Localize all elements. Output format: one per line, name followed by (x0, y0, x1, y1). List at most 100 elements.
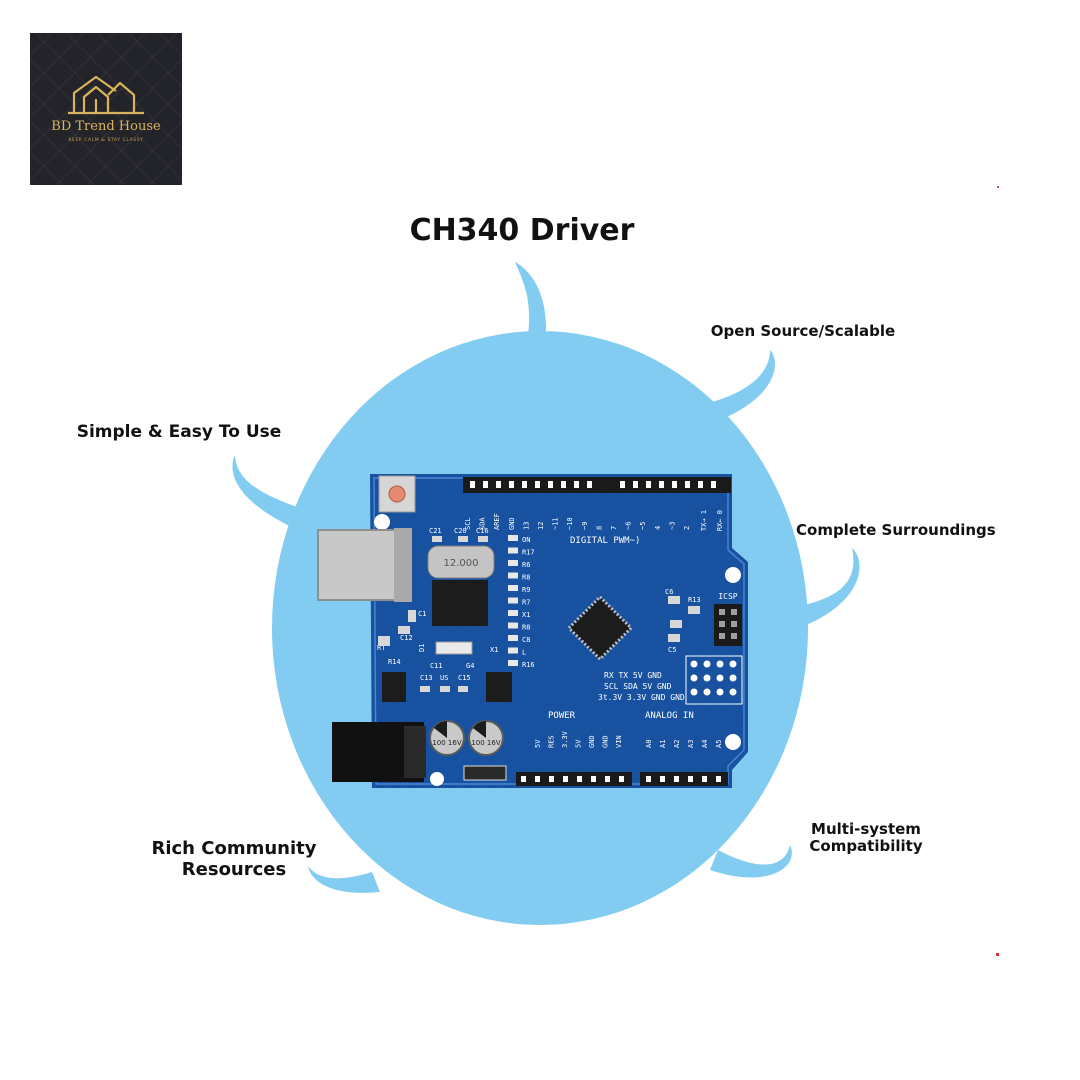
power-pin-label: RES (548, 735, 556, 748)
header-pin (698, 481, 703, 488)
comm-pad (690, 688, 698, 696)
header-pin (577, 776, 582, 782)
comm-pad (703, 688, 711, 696)
label-c13: C13 (420, 674, 433, 682)
brand-tagline: KEEP CALM & STAY CLASSY (68, 138, 144, 143)
comm-pads (690, 660, 737, 696)
label-c1: C1 (418, 610, 426, 618)
header-pin (619, 776, 624, 782)
digital-pin-label: ~11 (552, 517, 560, 530)
comm-pad (703, 674, 711, 682)
led (508, 572, 518, 579)
header-pin (688, 776, 693, 782)
regulator-chip (486, 672, 512, 702)
header-pin (587, 481, 592, 488)
digital-pin-label: ~6 (625, 522, 633, 530)
led-label: R8 (522, 624, 530, 632)
label-d1: D1 (418, 644, 426, 652)
power-pin-label: GND (588, 735, 596, 748)
capacitor: 100 16V (468, 720, 504, 756)
brand-name: BD Trend House (51, 119, 161, 134)
comm-pad (716, 674, 724, 682)
header-pin (548, 481, 553, 488)
comm-pad (716, 660, 724, 668)
power-pin-label: GND (602, 735, 610, 748)
feature-multi-system: Multi-system Compatibility (800, 820, 932, 856)
dc-jack-edge (404, 726, 426, 778)
led (508, 585, 518, 591)
digital-pin-label: 8 (595, 526, 603, 530)
feature-multi-line-1: Multi-system (811, 820, 921, 838)
icsp-pin (731, 633, 737, 639)
feature-open-source: Open Source/Scalable (710, 322, 896, 340)
digital-pin-label: AREF (493, 513, 501, 530)
comm-pad (690, 660, 698, 668)
led (508, 597, 518, 604)
led (508, 660, 518, 666)
label-c11: C11 (430, 662, 443, 670)
analog-pin-label: A3 (687, 740, 695, 748)
tx-label: TX→ 1 (700, 510, 708, 531)
header-pin (646, 776, 651, 782)
icsp-pin (719, 621, 725, 627)
usb-port-edge (394, 528, 412, 602)
analog-pin-label: A4 (701, 740, 709, 748)
digital-pin-label: GND (508, 517, 516, 530)
analog-pin-label: A2 (673, 740, 681, 748)
header-pin (561, 481, 566, 488)
crystal-label: 12.000 (444, 558, 479, 569)
fuse (463, 765, 507, 781)
icsp-pin (731, 621, 737, 627)
stray-dot (996, 953, 999, 956)
comm-row-1: RX TX 5V GND (604, 671, 662, 680)
header-pin (535, 776, 540, 782)
capacitor: 100 16V (429, 720, 465, 756)
header-pin (659, 481, 664, 488)
digital-pin-label: 12 (537, 522, 545, 530)
icsp-pin (719, 609, 725, 615)
label-c15: C15 (458, 674, 471, 682)
led (508, 622, 518, 629)
comm-pad (716, 688, 724, 696)
header-pin (702, 776, 707, 782)
comm-pad (690, 674, 698, 682)
stray-dot (997, 186, 999, 188)
power-pin-label: 3.3V (561, 730, 569, 748)
digital-label: DIGITAL PWM~) (570, 536, 640, 546)
header-pin (633, 481, 638, 488)
svg-text:100 16V: 100 16V (471, 739, 500, 747)
label-r14: R14 (388, 658, 401, 666)
feature-rich-community: Rich Community Resources (150, 838, 318, 880)
icsp-header (714, 604, 742, 646)
header-pin (672, 481, 677, 488)
label-c5: C5 (668, 646, 676, 654)
arduino-board: 12.000 100 16V 100 16V (317, 474, 748, 788)
bottom-header-pins (521, 776, 721, 782)
comm-pad (729, 674, 737, 682)
feature-multi-line-2: Compatibility (809, 837, 923, 856)
mcu-chip (566, 594, 634, 662)
led (508, 610, 518, 616)
brand-logo: BD Trend House KEEP CALM & STAY CLASSY (30, 33, 182, 185)
label-x1: X1 (490, 646, 498, 654)
header-pin (521, 776, 526, 782)
analog-label: ANALOG IN (645, 711, 694, 721)
led (508, 635, 518, 641)
svg-text:100 16V: 100 16V (432, 739, 461, 747)
header-pin (711, 481, 716, 488)
header-pin (496, 481, 501, 488)
label-c12: C12 (400, 634, 413, 642)
label-c6: C6 (665, 588, 673, 596)
power-pin-label: 5V (575, 739, 583, 748)
digital-pin-label: 2 (683, 526, 691, 530)
power-pin-label: 5V (534, 739, 542, 748)
header-pin (674, 776, 679, 782)
diagram-title: CH340 Driver (409, 213, 635, 248)
comm-row-3: 3t.3V 3.3V GND GND (598, 693, 685, 702)
digital-pin-label: ~5 (639, 522, 647, 530)
house-icon (68, 75, 144, 115)
crystal-oscillator (427, 545, 495, 579)
